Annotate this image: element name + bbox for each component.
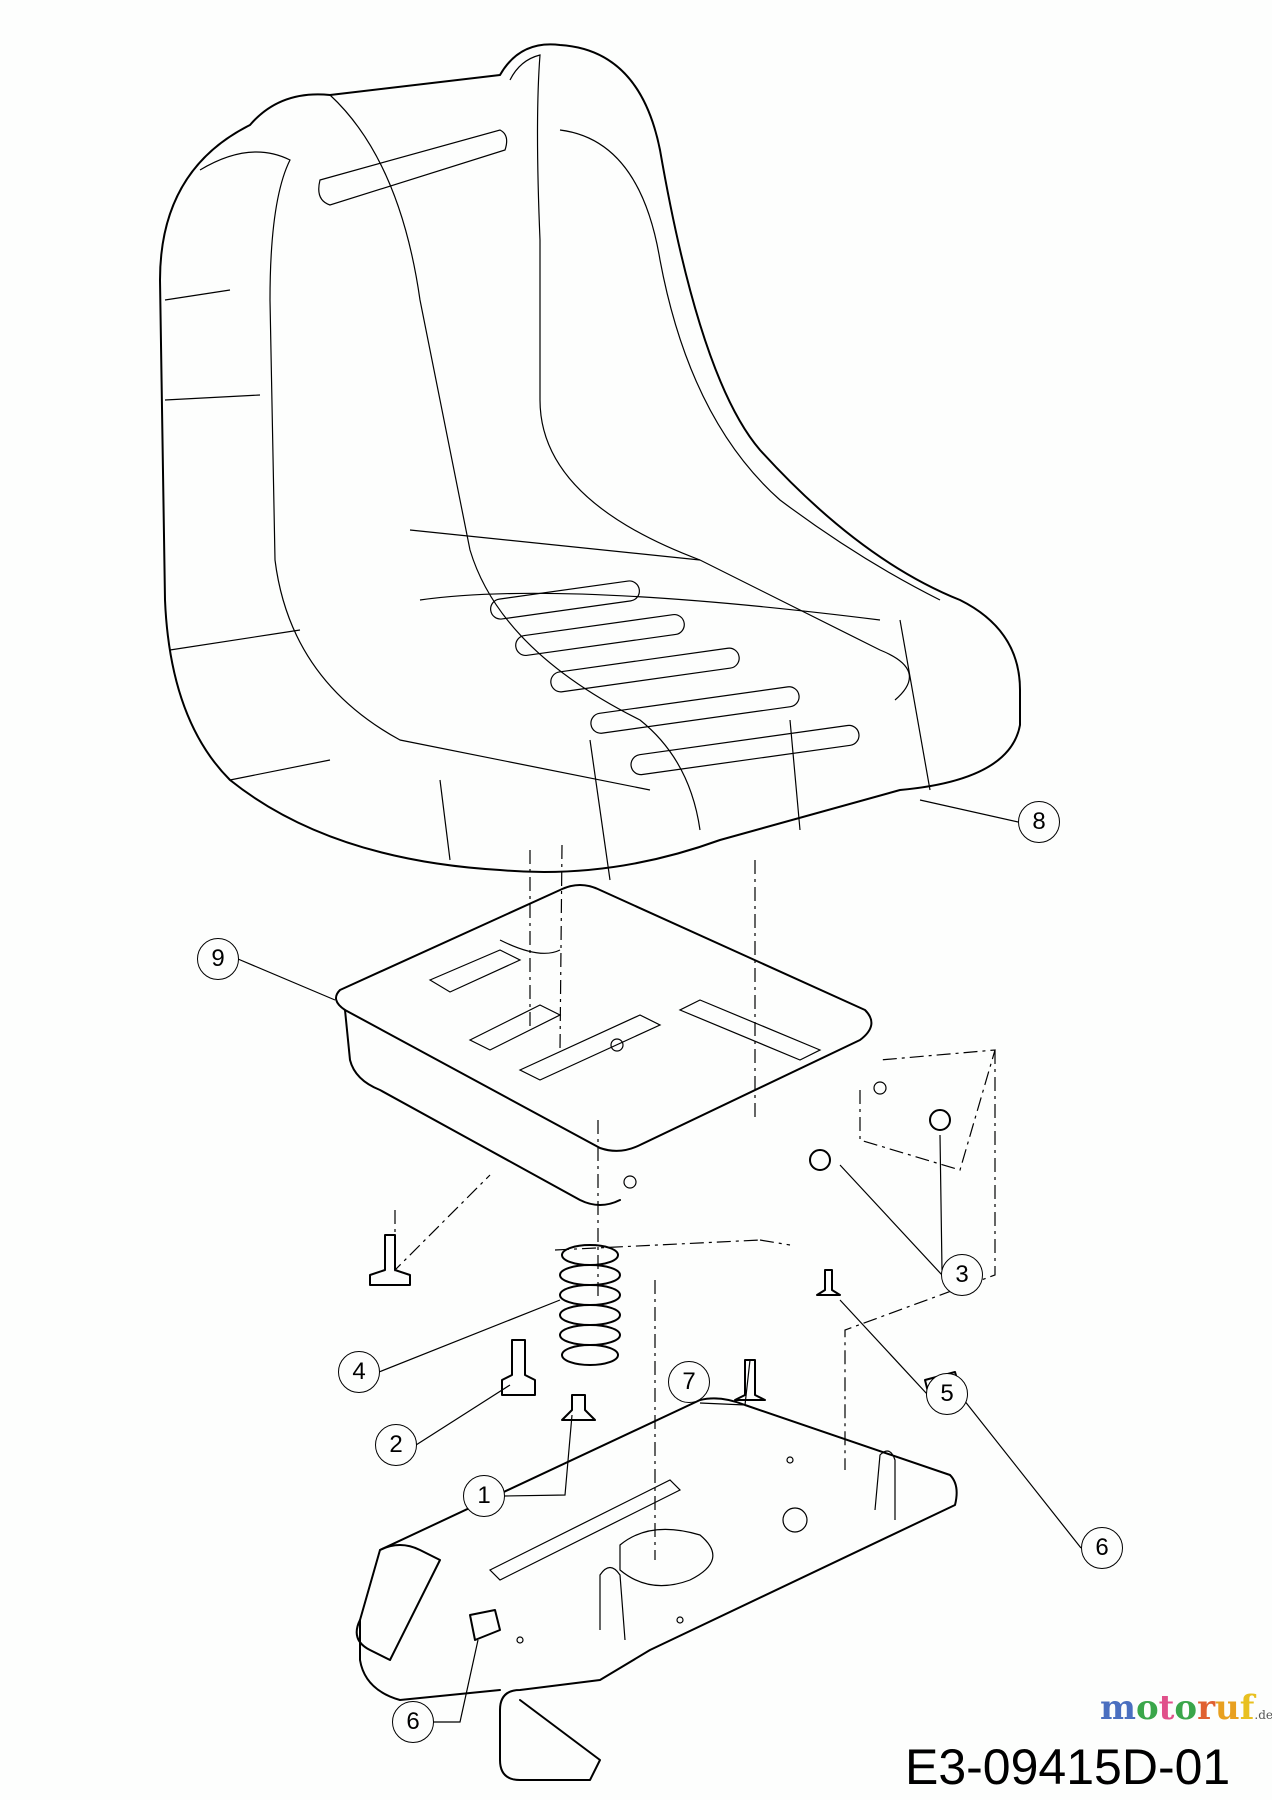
- hardware-drawing: [369, 1109, 959, 1641]
- drawing-number: E3-09415D-01: [905, 1739, 1231, 1795]
- seat-drawing: [159, 43, 1021, 881]
- leader-8: [919, 799, 1019, 823]
- watermark-letter: f: [1239, 1688, 1255, 1728]
- watermark-letter: r: [1197, 1688, 1215, 1728]
- callout-6-right[interactable]: 6: [1081, 1527, 1123, 1569]
- seat-bracket-drawing: [335, 884, 887, 1206]
- callout-6-left[interactable]: 6: [392, 1701, 434, 1743]
- watermark-logo: motoruf.de: [1100, 1688, 1272, 1735]
- callout-9[interactable]: 9: [197, 938, 239, 980]
- watermark-letter: m: [1100, 1688, 1136, 1728]
- callout-4[interactable]: 4: [338, 1351, 380, 1393]
- watermark-letter: t: [1158, 1688, 1175, 1728]
- leader-9: [237, 958, 336, 1001]
- callout-2[interactable]: 2: [375, 1424, 417, 1466]
- callout-1[interactable]: 1: [463, 1475, 505, 1517]
- watermark-letter: o: [1135, 1688, 1159, 1728]
- leader-lines: [378, 1134, 1082, 1723]
- callout-5[interactable]: 5: [926, 1373, 968, 1415]
- assembly-lines: [394, 844, 996, 1560]
- callout-7[interactable]: 7: [668, 1361, 710, 1403]
- base-frame-drawing: [355, 1397, 958, 1781]
- callout-8[interactable]: 8: [1018, 801, 1060, 843]
- watermark-letter: o: [1174, 1688, 1198, 1728]
- callout-3[interactable]: 3: [941, 1254, 983, 1296]
- watermark-letter: u: [1215, 1688, 1240, 1728]
- watermark-tld: .de: [1254, 1708, 1272, 1722]
